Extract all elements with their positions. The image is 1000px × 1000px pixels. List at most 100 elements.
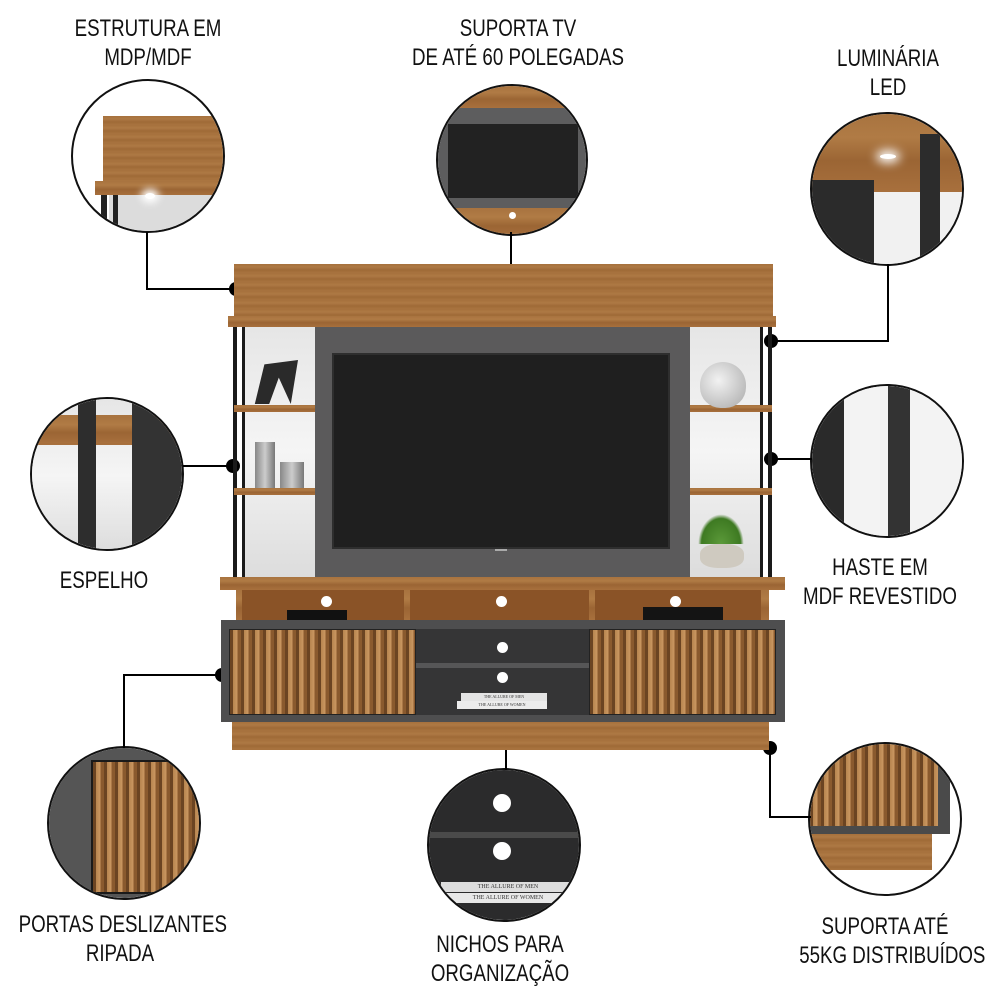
book: THE ALLURE OF WOMEN [441,893,575,903]
label-line: ESPELHO [59,567,149,594]
wood-shelf [95,181,223,195]
book-decor [692,568,760,576]
label-line: RIPADA [85,940,155,967]
right-rod [760,327,763,579]
top-shelf [228,316,776,327]
led-light-icon [145,193,155,199]
console-device [643,607,723,623]
detail-circle-nichos: THE ALLURE OF MEN THE ALLURE OF WOMEN [427,768,581,922]
detail-circle-portas [47,746,201,900]
label-line: LED [869,74,907,101]
connector-line [769,748,771,818]
grey-frame [938,744,950,834]
metal-rod [888,386,910,536]
right-rod [768,327,772,579]
connector-line [146,288,236,290]
metal-rod [78,399,96,549]
led-light-icon [880,154,896,159]
metal-rod [113,195,118,231]
label-haste: HASTE EM MDF REVESTIDO [802,553,958,611]
detail-circle-haste [810,384,964,538]
left-shelf [234,488,315,495]
label-portas: PORTAS DESLIZANTES RIPADA [18,910,228,968]
detail-circle-estrutura [71,79,225,233]
label-estrutura: ESTRUTURA EM MDP/MDF [70,14,226,72]
label-line: MDF REVESTIDO [803,583,957,610]
left-rod [242,327,245,579]
grey-base [810,826,950,834]
round-vase-decor [700,362,746,408]
label-line: DE ATÉ 60 POLEGADAS [412,44,624,71]
tv-stand: THE ALLURE OF MEN THE ALLURE OF WOMEN [220,262,785,752]
grey-panel [132,399,182,549]
label-suporta-tv: SUPORTA TV DE ATÉ 60 POLEGADAS [401,14,635,72]
slatted-door [810,744,938,826]
center-niche-shelf [416,663,589,668]
connector-line [772,340,889,342]
label-line: LUMINÁRIA [837,45,939,72]
metal-rod [101,195,107,231]
label-line: ORGANIZAÇÃO [430,960,570,987]
label-line: MDP/MDF [104,44,192,71]
mirror [109,195,223,231]
main-shelf [220,577,785,590]
label-line: HASTE EM [832,554,928,581]
left-sliding-door [229,629,416,715]
tv-screen [448,124,578,198]
label-luminaria: LUMINÁRIA LED [810,44,966,102]
slatted-door [91,760,199,894]
right-shelf [690,405,772,412]
plant-decor [698,514,744,544]
connector-line [123,674,125,748]
metal-rod [920,134,940,264]
niche-divider [236,590,242,620]
detail-circle-espelho [30,397,184,551]
right-sliding-door [589,629,776,715]
left-shelf [234,405,315,412]
vase-decor [255,442,275,488]
connector-line [183,465,235,467]
wood-base [810,834,932,870]
connector-line [123,674,223,676]
black-panel [812,180,874,264]
wood-panel [438,86,586,108]
book: THE ALLURE OF MEN [461,693,547,701]
niche-divider [589,590,595,620]
detail-circle-peso [808,742,962,896]
label-line: 55KG DISTRIBUÍDOS [799,942,986,969]
label-line: ESTRUTURA EM [74,15,222,42]
wood-base [232,722,769,750]
book: THE ALLURE OF MEN [441,882,575,892]
cable-hole [493,794,511,812]
detail-circle-luminaria [810,112,964,266]
niche-divider [761,590,769,620]
label-nichos: NICHOS PARA ORGANIZAÇÃO [422,930,578,988]
label-line: PORTAS DESLIZANTES [18,911,228,938]
connector-line [770,458,812,460]
cable-hole [497,672,508,683]
cable-hole [497,642,508,653]
left-rod [233,327,237,579]
right-shelf [690,488,772,495]
connector-line [769,816,811,818]
cable-hole [509,212,516,219]
cable-hole [493,842,511,860]
label-espelho: ESPELHO [26,566,182,595]
detail-circle-tv [436,84,588,236]
niche-divider [404,590,410,620]
niche-shelf [429,832,579,838]
label-line: NICHOS PARA [436,931,564,958]
top-panel [234,264,773,318]
black-panel [812,386,844,536]
tv-screen [332,353,670,549]
receiver-device [287,610,347,623]
cable-hole [321,596,332,607]
plant-pot [700,544,744,568]
label-line: SUPORTA TV [459,15,577,42]
mirror [874,192,962,264]
tv-logo [495,549,507,551]
label-suporta-peso: SUPORTA ATÉ 55KG DISTRIBUÍDOS [799,912,986,970]
vase-decor [280,462,304,488]
cable-hole [670,596,681,607]
label-line: SUPORTA ATÉ [821,913,949,940]
